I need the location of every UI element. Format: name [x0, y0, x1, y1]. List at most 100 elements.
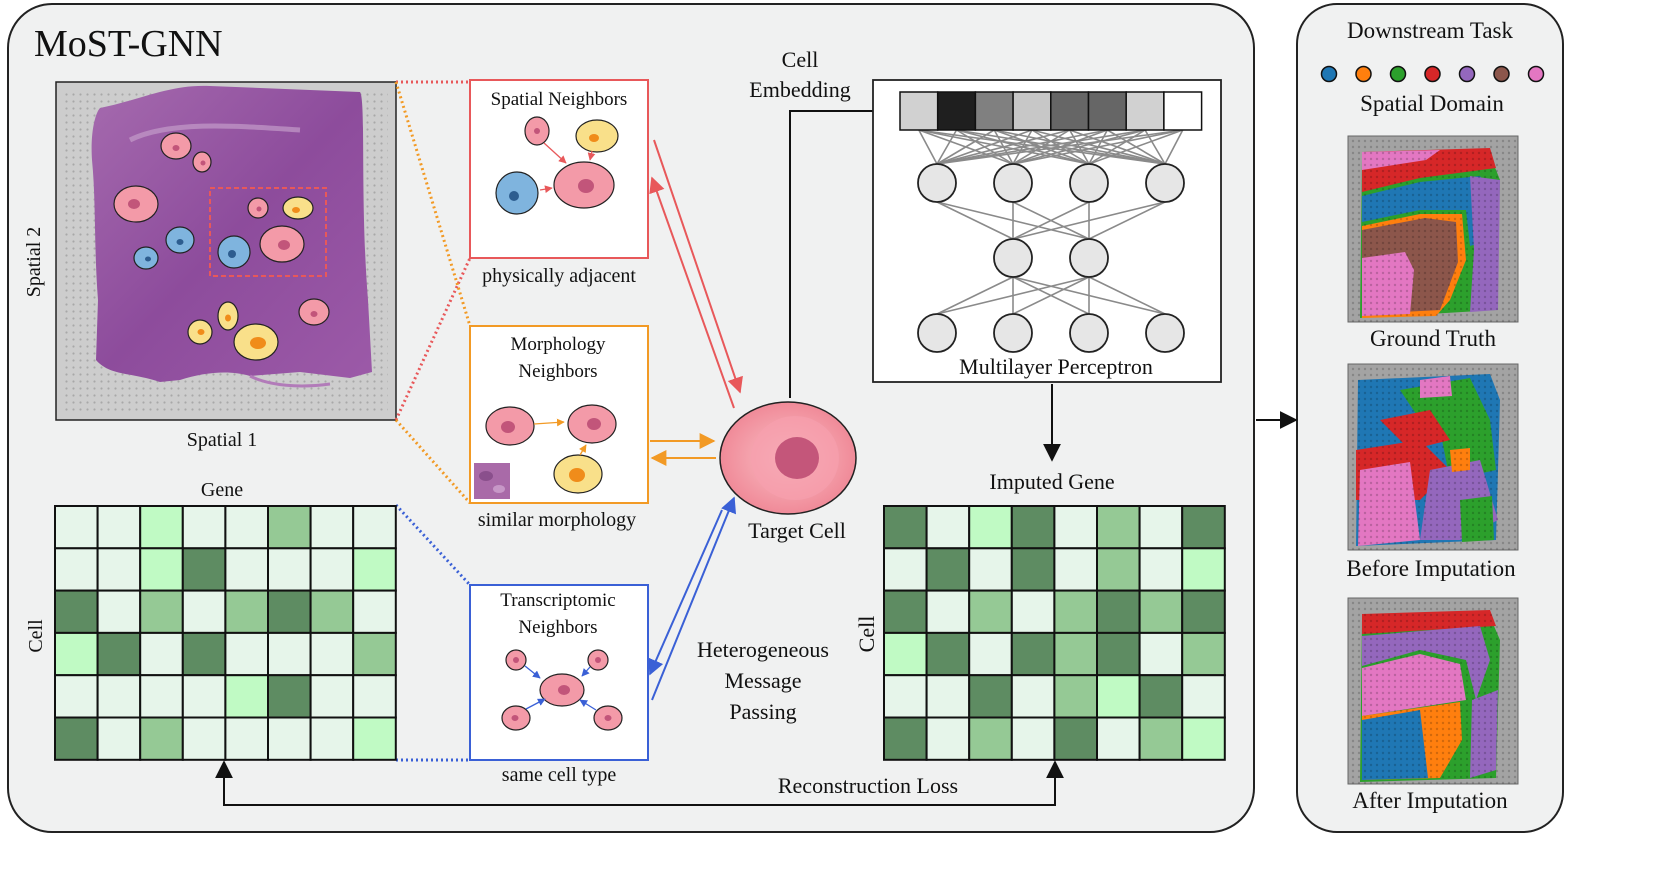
- transcriptomic-neighbors-title-2: Neighbors: [518, 617, 597, 638]
- message-passing-line-1: Heterogeneous: [697, 637, 829, 662]
- message-passing-line-3: Passing: [729, 699, 796, 724]
- target-cell: [719, 401, 857, 515]
- matrix-cell: [96, 716, 142, 761]
- panel-label-after-imputation: After Imputation: [1352, 788, 1508, 813]
- panel-label-before-imputation: Before Imputation: [1346, 556, 1516, 581]
- matrix-cell: [1010, 505, 1056, 550]
- spatial-neighbors-title: Spatial Neighbors: [491, 89, 628, 110]
- mlp-edges: [918, 129, 1184, 315]
- domain-color-dot: [1424, 65, 1441, 83]
- matrix-cell: [352, 505, 397, 550]
- mlp-edge: [936, 129, 958, 165]
- embedding-cell: [899, 91, 939, 131]
- transcriptomic-neighbors-box: [469, 584, 649, 761]
- mlp-node: [993, 238, 1033, 278]
- downstream-subtitle: Spatial Domain: [1360, 91, 1504, 116]
- domain-color-legend: [1320, 65, 1545, 83]
- arrow-spatial-to-target: [653, 139, 743, 394]
- imputed-matrix-ylabel: Cell: [854, 616, 879, 653]
- tissue-xlabel: Spatial 1: [187, 429, 258, 451]
- matrix-cell: [352, 547, 397, 592]
- mlp-node: [993, 163, 1033, 203]
- matrix-cell: [224, 505, 269, 550]
- message-passing-line-2: Message: [725, 668, 802, 693]
- matrix-cell: [1138, 674, 1184, 719]
- mlp-edge: [936, 129, 1146, 165]
- transcriptomic-neighbors-title-1: Transcriptomic: [500, 590, 615, 611]
- connector-trans-top: [394, 503, 472, 587]
- matrix-cell: [1096, 505, 1141, 550]
- mlp-node: [993, 313, 1033, 353]
- embedding-cell: [1163, 91, 1203, 131]
- embedding-cell: [936, 91, 977, 131]
- gene-matrix: [54, 505, 397, 761]
- mlp-edge: [936, 129, 1070, 165]
- matrix-cell: [1010, 716, 1056, 761]
- matrix-cell: [224, 589, 269, 634]
- domain-color-dot: [1320, 65, 1338, 83]
- matrix-cell: [139, 505, 184, 550]
- arrow-target-to-trans: [648, 509, 723, 676]
- matrix-cell: [925, 631, 971, 677]
- mlp-edge: [936, 129, 995, 165]
- matrix-cell: [1010, 631, 1056, 677]
- matrix-cell: [139, 547, 184, 592]
- matrix-cell: [1053, 674, 1099, 719]
- mlp-edge: [1012, 201, 1166, 240]
- mlp-edge: [1012, 129, 1183, 165]
- matrix-cell: [1138, 716, 1184, 761]
- matrix-cell: [96, 505, 142, 550]
- matrix-cell: [352, 631, 397, 677]
- mlp-edge: [1012, 129, 1146, 165]
- mlp-node: [1145, 163, 1185, 203]
- matrix-cell: [96, 547, 142, 592]
- mlp-edge: [936, 201, 1014, 240]
- arrow-target-to-spatial: [649, 176, 735, 409]
- matrix-cell: [224, 674, 269, 719]
- mlp-edge: [1088, 276, 1166, 315]
- matrix-cell: [267, 505, 312, 550]
- matrix-cell: [309, 674, 355, 719]
- mlp-node: [917, 163, 957, 203]
- matrix-cell: [1096, 674, 1141, 719]
- matrix-cell: [54, 716, 99, 761]
- matrix-cell: [139, 674, 184, 719]
- matrix-cell: [1138, 589, 1184, 634]
- matrix-cell: [181, 631, 227, 677]
- ground-truth-map: [1347, 135, 1519, 323]
- embedding-cell: [1050, 91, 1090, 131]
- target-cell-label: Target Cell: [748, 518, 846, 543]
- mlp-edge: [918, 129, 938, 165]
- mlp-node: [1069, 238, 1109, 278]
- matrix-cell: [309, 716, 355, 761]
- mlp-edge: [1088, 201, 1166, 240]
- mlp-edge: [1144, 129, 1166, 165]
- gene-matrix-ylabel: Cell: [25, 619, 47, 653]
- matrix-cell: [352, 674, 397, 719]
- spatial-neighbors-cells: [495, 116, 619, 215]
- matrix-cell: [925, 547, 971, 592]
- matrix-cell: [883, 716, 928, 761]
- matrix-cell: [352, 716, 397, 761]
- matrix-cell: [968, 505, 1013, 550]
- matrix-cell: [309, 589, 355, 634]
- matrix-cell: [267, 674, 312, 719]
- reconstruction-loss-arrow: [215, 760, 1064, 806]
- spatial-neighbors-caption: physically adjacent: [482, 265, 636, 287]
- matrix-cell: [1010, 589, 1056, 634]
- matrix-cell: [139, 589, 184, 634]
- matrix-cell: [181, 589, 227, 634]
- matrix-cell: [224, 716, 269, 761]
- mlp-node: [917, 313, 957, 353]
- matrix-cell: [309, 505, 355, 550]
- matrix-cell: [267, 716, 312, 761]
- matrix-cell: [1053, 589, 1099, 634]
- embedding-cell: [1087, 91, 1127, 131]
- reconstruction-loss-label: Reconstruction Loss: [778, 773, 958, 798]
- transcriptomic-neighbors-caption: same cell type: [502, 764, 617, 786]
- matrix-cell: [1096, 589, 1141, 634]
- matrix-cell: [1053, 716, 1099, 761]
- matrix-cell: [968, 547, 1013, 592]
